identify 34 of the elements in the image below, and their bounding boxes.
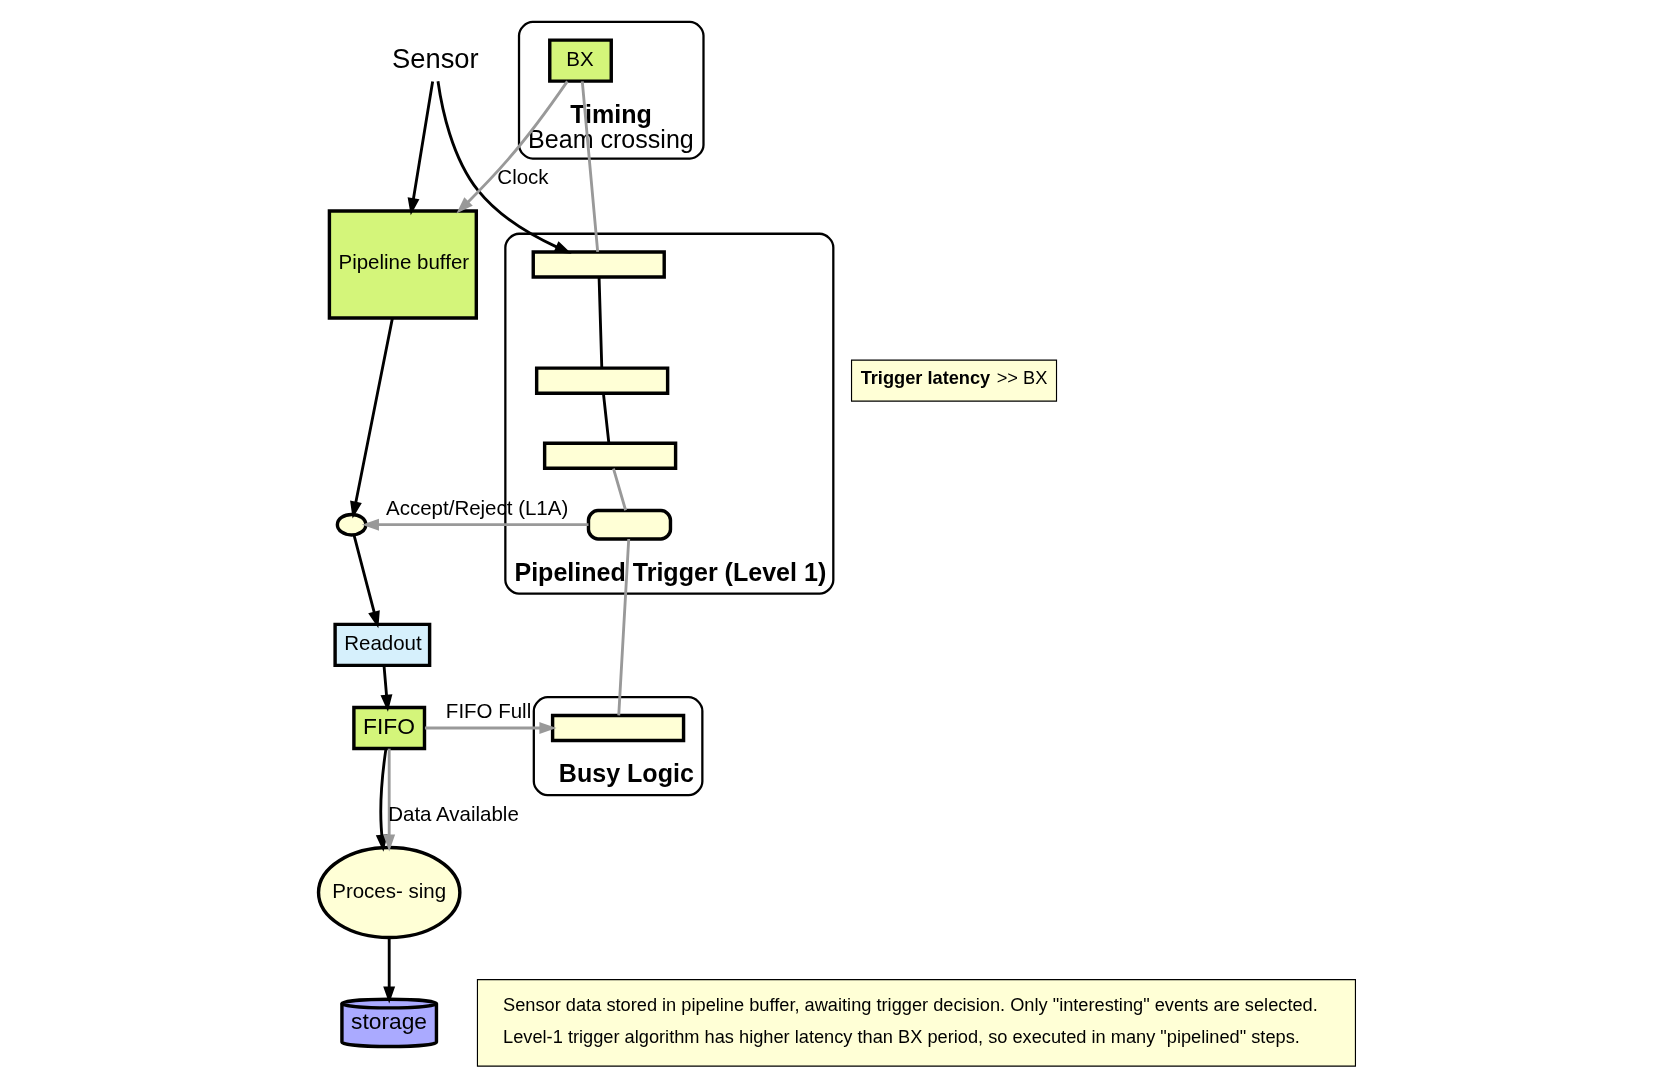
node-box: Pipeline buffer (327, 209, 478, 320)
node-box: FIFO (351, 705, 426, 751)
arrow (349, 317, 394, 519)
arrow (361, 518, 588, 531)
connector (597, 277, 603, 369)
edge-label: FIFO Full (445, 699, 531, 723)
connector (580, 81, 599, 252)
arrow (380, 665, 392, 712)
arrow (382, 748, 395, 852)
connector (616, 538, 630, 716)
node-box: BX (547, 38, 613, 83)
arrow (382, 937, 395, 1004)
node-text: Sensor (391, 42, 479, 74)
edge-label: Data Available (387, 801, 519, 825)
arrow (436, 81, 572, 254)
node-box: Trigger latency >> BX (850, 359, 1057, 402)
node-box: Readout (332, 622, 431, 668)
node-gate (586, 508, 672, 541)
node-box: Sensor data stored in pipeline buffer, awaiting trigger decision. Only "interesting" events are selected. Level-1 trigger algorithm has higher latency than BX period, so executed in many "pipelined" steps. (476, 979, 1356, 1067)
connector (611, 468, 627, 511)
arrow (375, 748, 388, 852)
arrow (455, 80, 568, 214)
connector (601, 393, 610, 444)
arrow (407, 81, 434, 216)
node-box (531, 250, 666, 279)
arrow (424, 721, 556, 734)
node-ellipse: Proces- sing (316, 845, 462, 940)
edge-label: Clock (496, 165, 549, 189)
node-box (550, 713, 685, 743)
node-box (542, 441, 677, 471)
node-box (534, 366, 669, 395)
node-ellipse (335, 512, 368, 537)
cluster: Busy Logic (532, 696, 703, 797)
arrow (352, 534, 380, 629)
